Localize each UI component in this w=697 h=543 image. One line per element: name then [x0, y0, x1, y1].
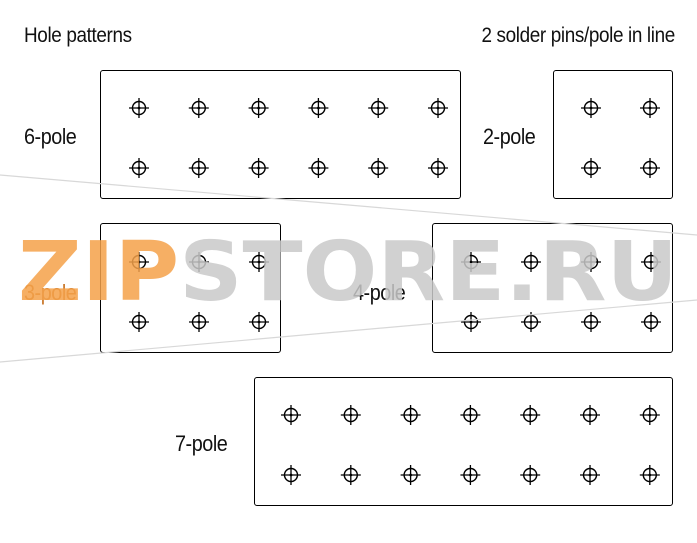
hole-marker-icon [248, 98, 269, 118]
hole-marker-icon [641, 252, 661, 272]
hole-marker-icon [581, 158, 601, 178]
hole-marker-icon [249, 252, 269, 272]
hole-marker-icon [521, 252, 541, 272]
hole-marker-icon [340, 405, 361, 425]
hole-marker-icon [129, 252, 149, 272]
hole-marker-icon [580, 405, 600, 425]
hole-marker-icon [308, 98, 329, 118]
hole-marker-icon [460, 405, 481, 425]
box-7-pole [254, 377, 673, 506]
title-solder-pins: 2 solder pins/pole in line [481, 24, 676, 47]
hole-marker-icon [641, 312, 661, 332]
hole-marker-icon [188, 158, 209, 178]
hole-marker-icon [368, 98, 389, 118]
hole-marker-icon [428, 98, 448, 118]
hole-marker-icon [640, 158, 660, 178]
hole-marker-icon [188, 98, 209, 118]
hole-marker-icon [400, 405, 421, 425]
hole-marker-icon [189, 312, 209, 332]
hole-marker-icon [520, 465, 541, 485]
hole-marker-icon [129, 158, 149, 178]
hole-marker-icon [189, 252, 209, 272]
hole-marker-icon [580, 465, 600, 485]
hole-marker-icon [281, 465, 301, 485]
hole-marker-icon [129, 98, 149, 118]
hole-marker-icon [639, 465, 660, 485]
hole-marker-icon [581, 98, 601, 118]
hole-marker-icon [581, 252, 601, 272]
label-2-pole: 2-pole [483, 124, 536, 149]
hole-marker-icon [308, 158, 329, 178]
hole-marker-icon [400, 465, 421, 485]
hole-marker-icon [521, 312, 541, 332]
hole-marker-icon [428, 158, 448, 178]
hole-marker-icon [461, 252, 481, 272]
hole-marker-icon [340, 465, 361, 485]
title-hole-patterns: Hole patterns [24, 24, 132, 47]
hole-marker-icon [281, 405, 301, 425]
hole-marker-icon [461, 312, 481, 332]
hole-marker-icon [639, 405, 660, 425]
hole-marker-icon [520, 405, 541, 425]
hole-marker-icon [129, 312, 149, 332]
hole-marker-icon [249, 312, 269, 332]
hole-marker-icon [460, 465, 481, 485]
hole-marker-icon [640, 98, 660, 118]
hole-marker-icon [581, 312, 601, 332]
hole-marker-icon [248, 158, 269, 178]
label-6-pole: 6-pole [24, 124, 77, 149]
hole-marker-icon [368, 158, 389, 178]
label-7-pole: 7-pole [175, 431, 228, 456]
